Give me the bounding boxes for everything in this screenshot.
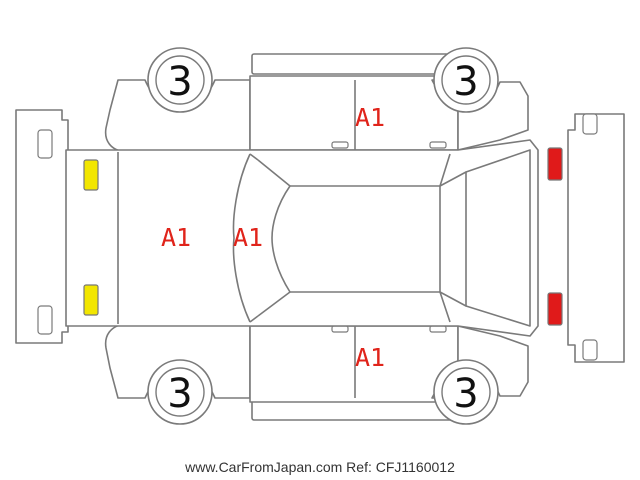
roof-rail-left xyxy=(251,53,459,75)
left-side-profile xyxy=(104,75,529,153)
top-view-body xyxy=(65,139,539,337)
damage-mark-right-doors: A1 xyxy=(355,343,385,372)
wheel-rear-right: 3 xyxy=(433,359,499,425)
tire-tread-rear-right: 3 xyxy=(453,371,478,417)
wheel-rear-left: 3 xyxy=(433,47,499,113)
rear-lamp-right xyxy=(547,292,563,326)
damage-mark-windshield: A1 xyxy=(233,223,263,252)
tire-tread-rear-left: 3 xyxy=(453,59,478,105)
front-bumper xyxy=(15,109,69,344)
damage-mark-left-doors: A1 xyxy=(355,103,385,132)
roof-rail-right xyxy=(251,399,459,421)
tire-tread-front-right: 3 xyxy=(167,371,192,417)
tire-tread-front-left: 3 xyxy=(167,59,192,105)
damage-mark-hood: A1 xyxy=(161,223,191,252)
rear-lamp-left xyxy=(547,147,563,181)
front-lamp-right xyxy=(83,284,99,316)
watermark-text: www.CarFromJapan.com Ref: CFJ1160012 xyxy=(184,459,455,475)
front-lamp-left xyxy=(83,159,99,191)
wheel-front-left: 3 xyxy=(147,47,213,113)
wheel-front-right: 3 xyxy=(147,359,213,425)
rear-bumper xyxy=(567,113,625,363)
